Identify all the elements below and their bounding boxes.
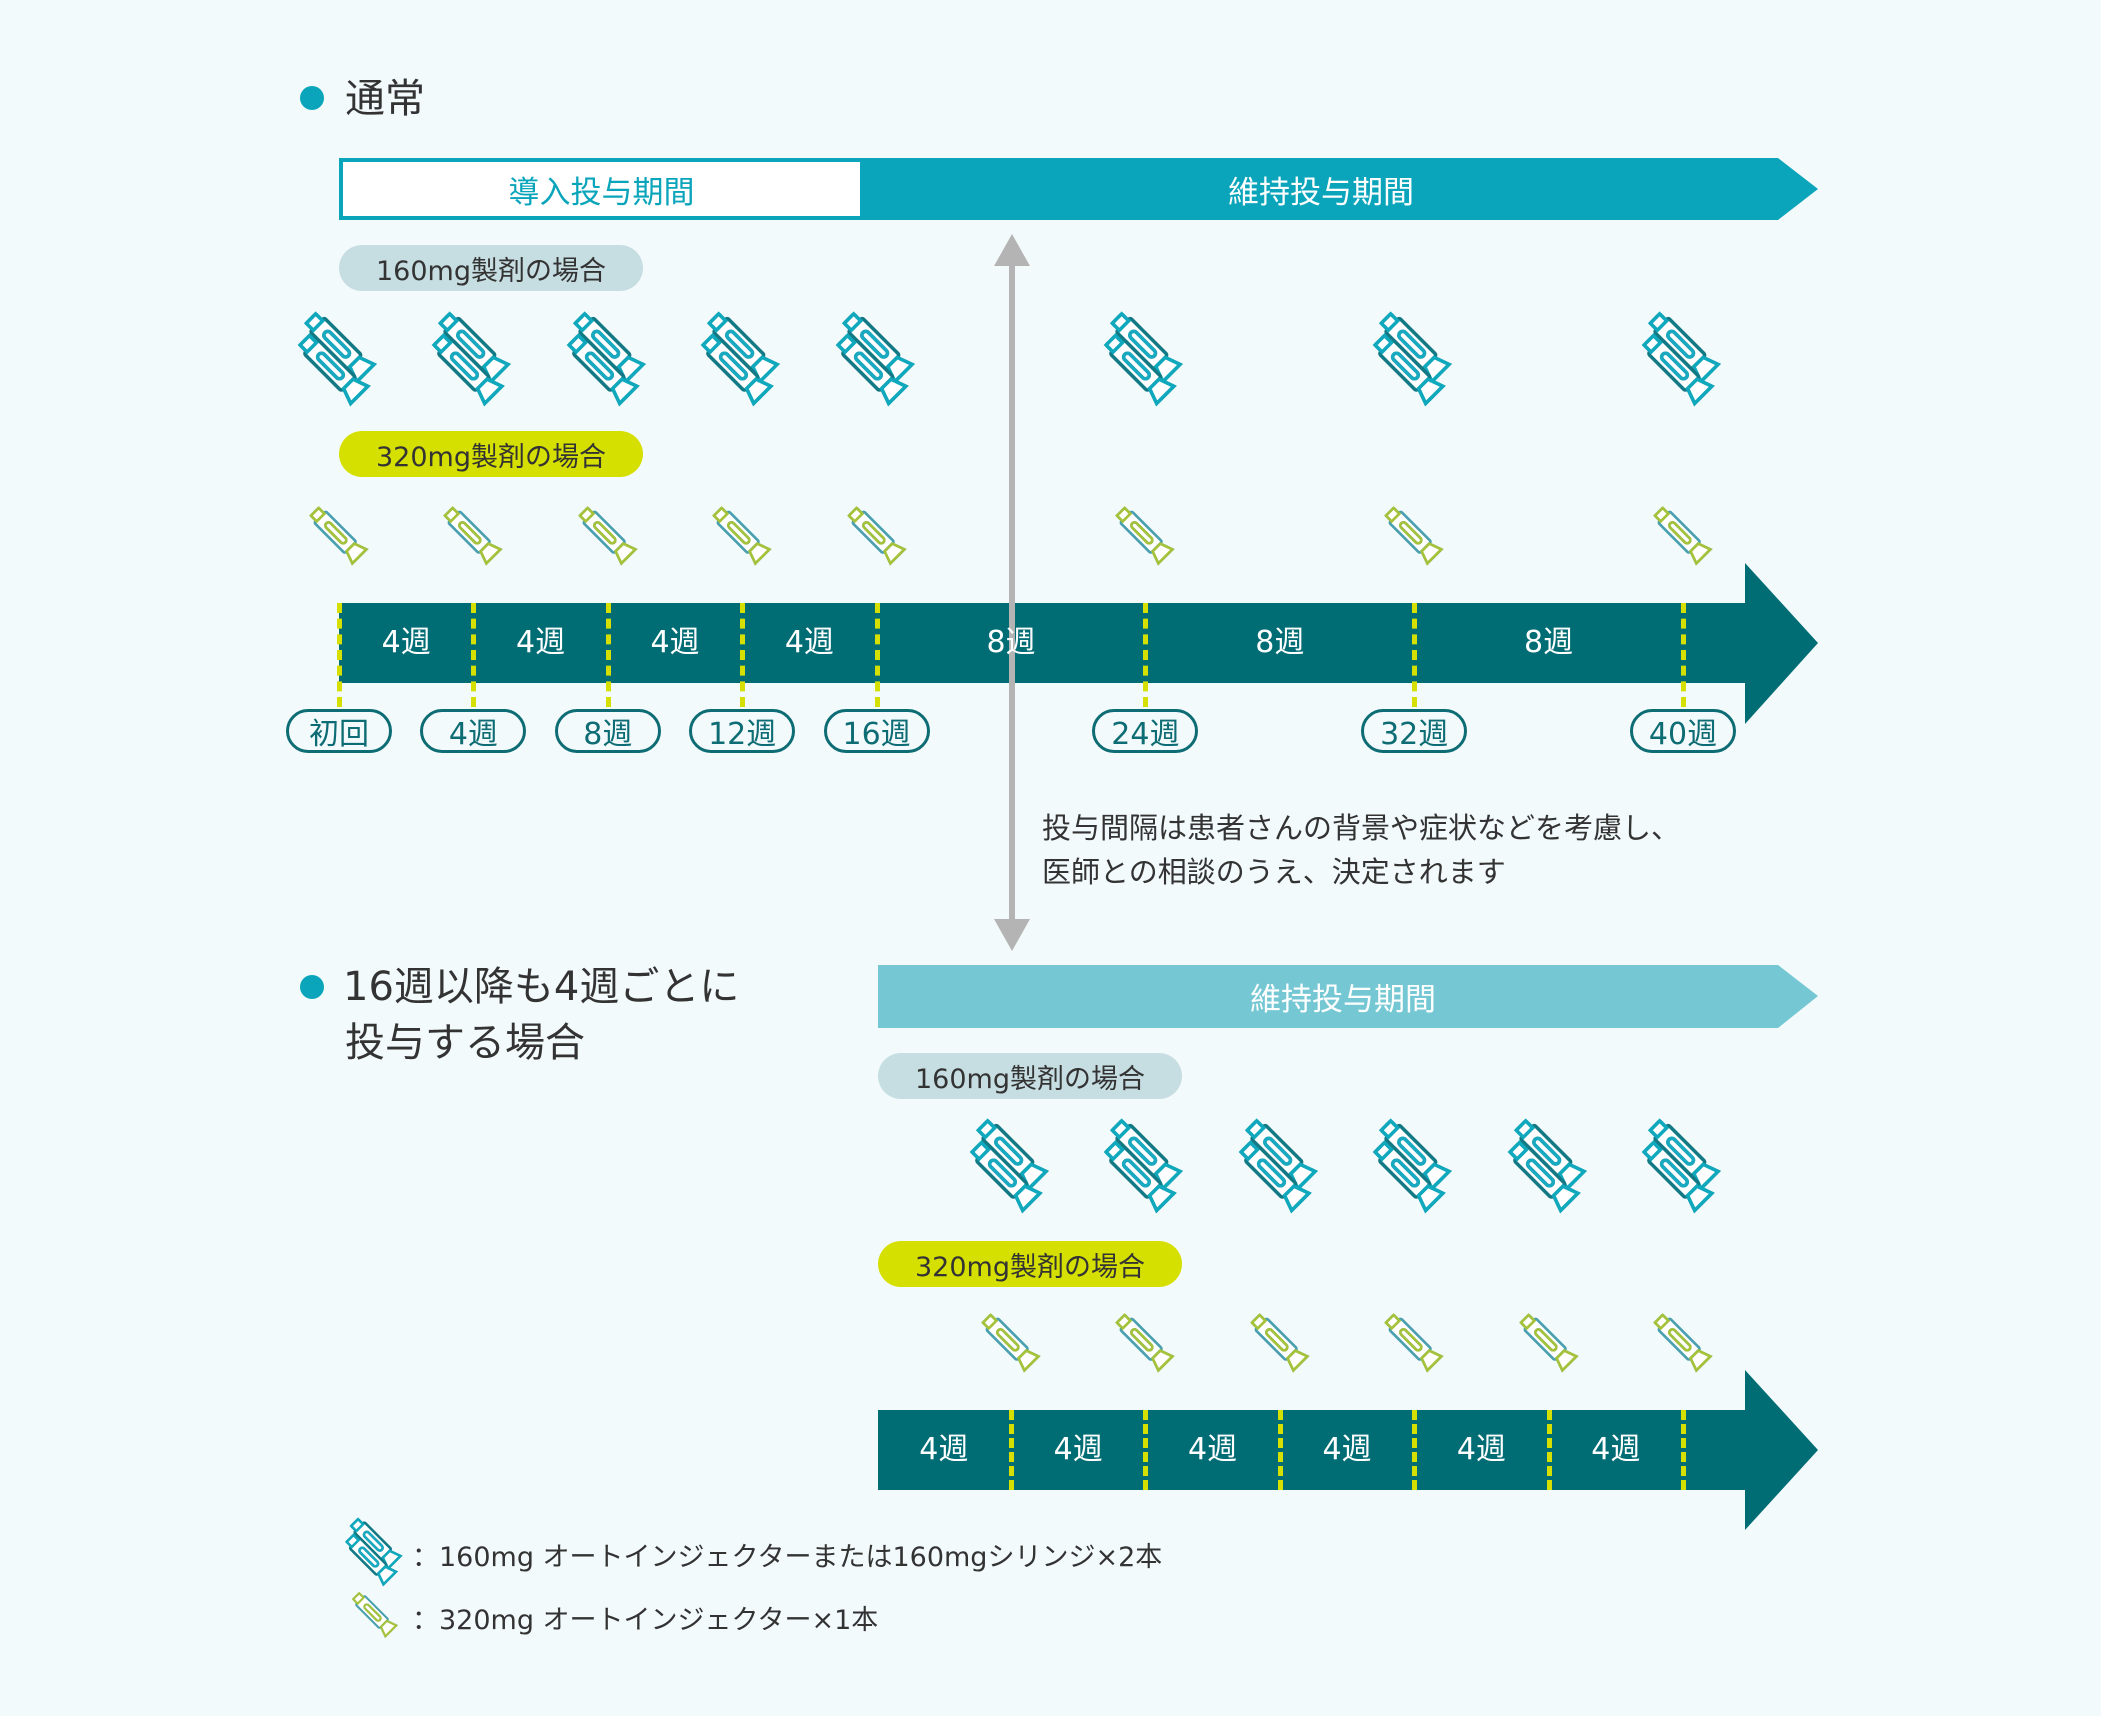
section-title-every4-2: 投与する場合 <box>345 1020 585 1066</box>
injector-160mg-icon <box>1494 1111 1604 1221</box>
interval-label: 8週 <box>1524 625 1574 660</box>
interval-label: 4週 <box>919 1432 969 1467</box>
section-title-every4-1: 16週以降も4週ごとに <box>343 964 740 1010</box>
injector-160mg-icon <box>1090 1111 1200 1221</box>
injector-160mg-icon <box>1225 1111 1335 1221</box>
interval-label: 4週 <box>1456 1432 1506 1467</box>
week-marker: 32週 <box>1361 709 1468 753</box>
interval-label: 4週 <box>1322 1432 1372 1467</box>
dose-marker-line <box>605 603 611 707</box>
note-line-1: 投与間隔は患者さんの背景や症状などを考慮し、 <box>1042 811 1681 845</box>
injector-320mg-icon <box>966 1298 1056 1388</box>
dose-marker-line <box>1009 1410 1014 1490</box>
dose-marker-line <box>471 603 477 707</box>
injector-320mg-icon <box>1369 491 1459 581</box>
injector-160mg-icon <box>1628 1111 1738 1221</box>
maintenance-period-label: 維持投与期間 <box>1228 174 1414 211</box>
interval-label: 4週 <box>650 625 700 660</box>
note-line-2: 医師との相談のうえ、決定されます <box>1042 855 1506 889</box>
injector-320mg-legend-icon <box>340 1580 410 1650</box>
bullet-icon <box>300 86 324 110</box>
injector-160mg-icon <box>1628 304 1738 414</box>
bullet-icon <box>300 975 324 999</box>
phase-bar: 導入投与期間 維持投与期間 <box>339 158 1818 220</box>
injector-160mg-icon <box>1090 304 1200 414</box>
injector-320mg-icon <box>1100 1298 1190 1388</box>
injector-320mg-icon <box>832 491 922 581</box>
induction-period-label: 導入投与期間 <box>508 174 695 211</box>
injector-160mg-icon <box>553 304 663 414</box>
interval-label: 4週 <box>1591 1432 1641 1467</box>
dose-marker-line <box>1143 1410 1149 1490</box>
injector-320mg-icon <box>1369 1298 1459 1388</box>
week-marker: 16週 <box>823 709 930 753</box>
timeline-arrow-2 <box>878 1370 1818 1530</box>
week-marker: 8週 <box>554 709 661 753</box>
injector-320mg-icon <box>697 491 787 581</box>
interval-label: 8週 <box>1255 625 1305 660</box>
dose-marker-line <box>1143 603 1149 707</box>
injector-160mg-icon <box>418 304 528 414</box>
section-title-normal: 通常 <box>345 76 425 122</box>
arrow-up-icon <box>994 234 1030 266</box>
legend-160mg: ：160mg オートインジェクターまたは160mgシリンジ×2本 <box>412 1542 1163 1573</box>
dose-marker-line <box>874 603 880 707</box>
interval-label: 4週 <box>516 625 566 660</box>
arrow-down-icon <box>994 919 1030 951</box>
injector-160mg-icon <box>1359 304 1469 414</box>
injector-320mg-icon <box>1638 1298 1728 1388</box>
dose-marker-line <box>337 603 342 707</box>
injector-320mg-icon <box>294 491 384 581</box>
pill-320mg-2: 320mg製剤の場合 <box>878 1241 1182 1287</box>
dose-marker-line <box>1681 1410 1686 1490</box>
timeline-arrow-1 <box>339 563 1818 724</box>
dose-marker-line <box>1412 603 1418 707</box>
interval-label: 4週 <box>381 625 431 660</box>
injector-160mg-icon <box>687 304 797 414</box>
dose-marker-line <box>1546 1410 1552 1490</box>
interval-label: 4週 <box>1188 1432 1238 1467</box>
pill-160mg-2: 160mg製剤の場合 <box>878 1053 1182 1099</box>
week-marker: 初回 <box>286 709 392 753</box>
injector-160mg-icon <box>284 304 394 414</box>
injector-320mg-icon <box>563 491 653 581</box>
week-marker: 24週 <box>1092 709 1199 753</box>
injector-320mg-icon <box>1100 491 1190 581</box>
interval-label: 4週 <box>1053 1432 1103 1467</box>
interval-label: 8週 <box>986 625 1036 660</box>
injector-320mg-icon <box>428 491 518 581</box>
injector-320mg-icon <box>1235 1298 1325 1388</box>
injector-320mg-icon <box>1504 1298 1594 1388</box>
dose-marker-line <box>1412 1410 1418 1490</box>
week-marker: 4週 <box>420 709 527 753</box>
maintenance-period-label-2: 維持投与期間 <box>1250 982 1436 1018</box>
week-marker: 12週 <box>689 709 796 753</box>
injector-160mg-icon <box>1359 1111 1469 1221</box>
dose-marker-line <box>740 603 746 707</box>
legend-320mg: ：320mg オートインジェクター×1本 <box>412 1605 879 1636</box>
dose-marker-line <box>1277 1410 1283 1490</box>
phase-bar-2 <box>878 965 1818 1028</box>
pill-320mg: 320mg製剤の場合 <box>339 431 643 477</box>
injector-160mg-icon <box>956 1111 1066 1221</box>
interval-label: 4週 <box>784 625 834 660</box>
pill-160mg: 160mg製剤の場合 <box>339 245 643 291</box>
injector-320mg-icon <box>1638 491 1728 581</box>
week-marker: 40週 <box>1630 709 1736 753</box>
dose-marker-line <box>1681 603 1686 707</box>
injector-160mg-icon <box>822 304 932 414</box>
